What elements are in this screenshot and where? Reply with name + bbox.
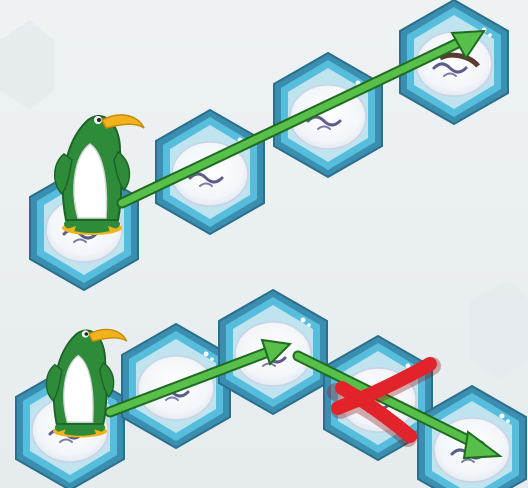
straight-arrow-icon (116, 29, 486, 209)
example-valid-line-of-sight (28, 0, 510, 292)
red-x-icon (327, 357, 441, 447)
background-hex-shape (0, 20, 54, 110)
example-blocked-line-of-sight (14, 288, 528, 488)
tile-marking (438, 52, 480, 68)
background-hex-shape (470, 280, 528, 380)
bent-arrow-icon (104, 338, 503, 460)
